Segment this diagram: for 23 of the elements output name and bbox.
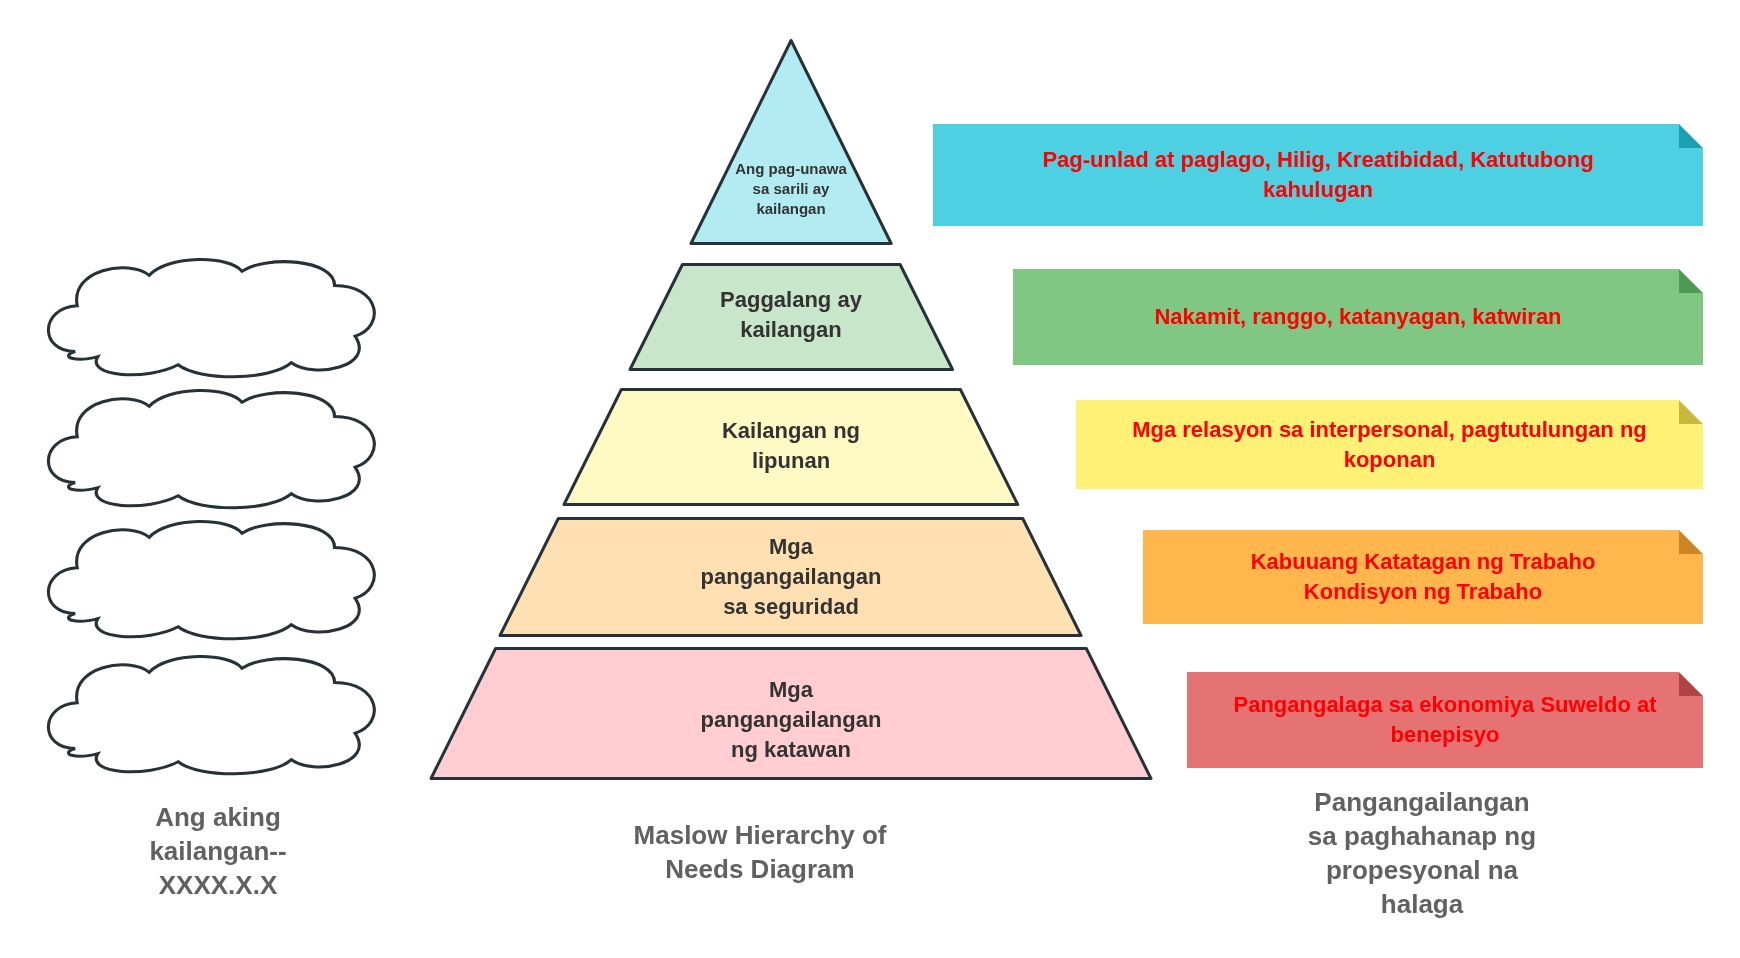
pyramid-level bbox=[562, 388, 1020, 506]
level-text: Kailangan ng lipunan bbox=[720, 417, 862, 475]
level-text: Paggalang ay kailangan bbox=[719, 286, 863, 344]
note-text: Mga relasyon sa interpersonal, pagtutulungan ng koponan bbox=[1131, 415, 1648, 474]
sticky-note bbox=[1076, 400, 1703, 489]
sticky-note bbox=[1013, 269, 1703, 365]
note-text: Pangangalaga sa ekonomiya Suweldo at benepisyo bbox=[1232, 691, 1658, 749]
caption-label: Pangangailangan sa paghahanap ng propesyonal na halaga bbox=[1306, 786, 1538, 921]
diagram-title: Maslow Hierarchy of Needs Diagram bbox=[632, 819, 888, 886]
caption-label: Ang aking kailangan-- XXXX.X.X bbox=[148, 801, 288, 902]
level-text: Ang pag-unawa sa sarili ay kailangan bbox=[734, 159, 848, 219]
level-text: Mga pangangailangan sa seguridad bbox=[699, 533, 883, 621]
sticky-note bbox=[1143, 530, 1703, 624]
sticky-note bbox=[933, 124, 1703, 226]
pyramid-level bbox=[688, 39, 894, 245]
note-text: Nakamit, ranggo, katanyagan, katwiran bbox=[1154, 303, 1562, 331]
level-text: Mga pangangailangan ng katawan bbox=[699, 676, 883, 764]
pyramid-level bbox=[429, 647, 1153, 780]
pyramid-level bbox=[498, 517, 1084, 637]
note-text: Pag-unlad at paglago, Hilig, Kreatibidad, Katutubong kahulugan bbox=[1041, 146, 1595, 204]
pyramid-level bbox=[627, 263, 955, 371]
note-text: Kabuuang Katatagan ng Trabaho Kondisyon ng Trabaho bbox=[1249, 548, 1597, 606]
sticky-note bbox=[1187, 672, 1703, 768]
